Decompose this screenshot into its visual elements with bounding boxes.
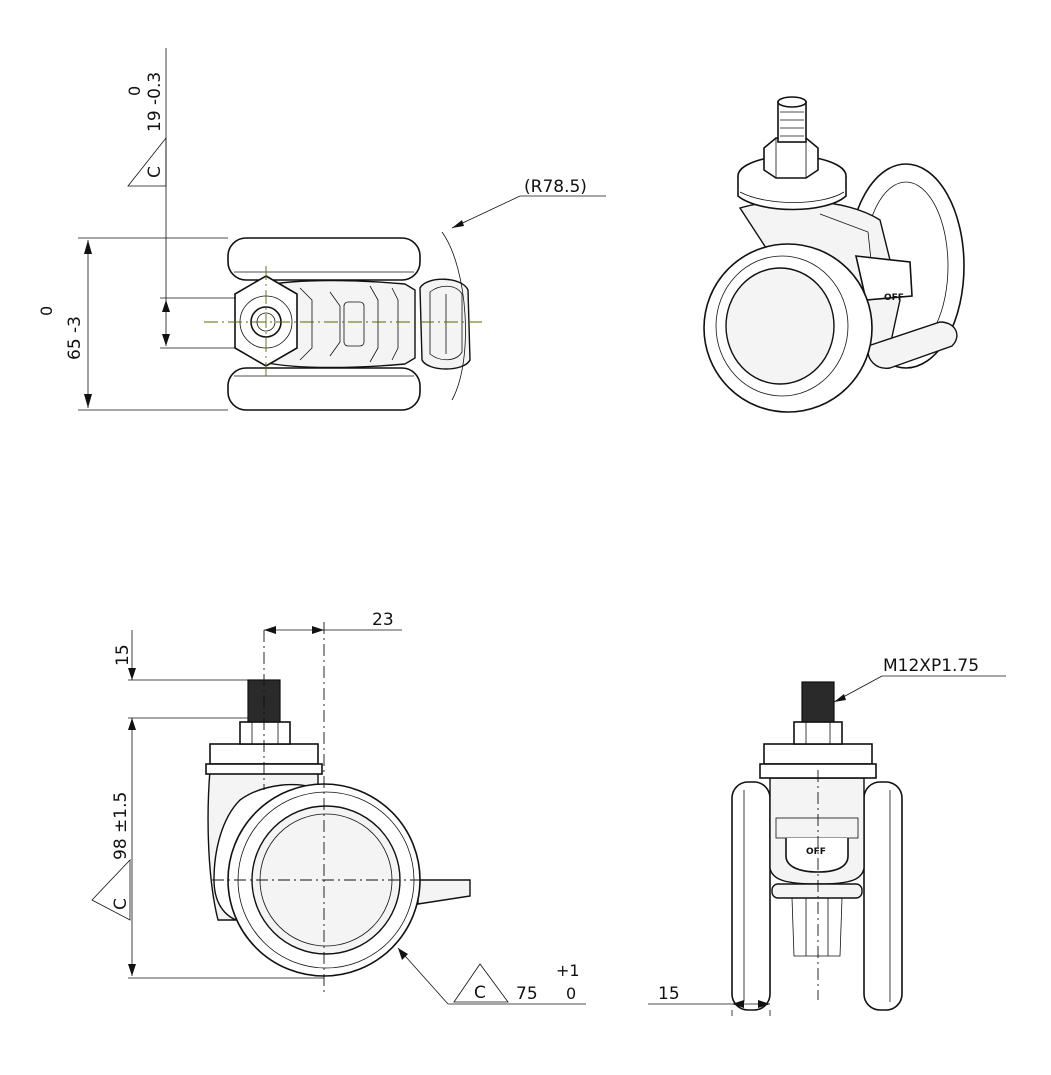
iso-top-plate xyxy=(737,176,847,211)
top-view-wheel-upper xyxy=(227,237,421,281)
stem-height-grade-triangle xyxy=(127,136,167,187)
top-view-wheel-lower xyxy=(227,367,421,411)
wheel-diameter-dimension: 75 xyxy=(516,984,538,1004)
side-view: 23 15 98 ±1.5 C C 75 +1 0 xyxy=(91,610,586,1005)
stem-height-tolerance-upper: 0 xyxy=(125,86,144,96)
width-dimension: 65 -3 xyxy=(65,316,85,360)
total-height-grade-triangle xyxy=(91,858,131,921)
width-tolerance-upper: 0 xyxy=(37,306,56,316)
side-hex-nut xyxy=(239,721,291,745)
radius-arc xyxy=(441,231,466,401)
top-view-fork xyxy=(261,279,416,369)
front-brake-pedal xyxy=(771,883,863,899)
front-hex-nut xyxy=(793,721,843,745)
front-view: OFF M12XP1.75 15 xyxy=(648,656,1006,1016)
front-wheel-left xyxy=(731,781,771,1011)
radius-dimension: (R78.5) xyxy=(524,177,587,197)
offset-dimension: 23 xyxy=(372,610,394,630)
front-brake-off-label: OFF xyxy=(806,847,826,857)
iso-stem xyxy=(777,101,807,143)
thread-dimension: M12XP1.75 xyxy=(883,656,979,676)
wheel-width-dimension: 15 xyxy=(658,984,680,1004)
side-brake-pedal xyxy=(417,879,471,905)
isometric-view: OFF xyxy=(703,96,965,413)
stem-height-grade: C xyxy=(145,166,165,178)
top-view-brake-pedal xyxy=(419,278,471,370)
wheel-diameter-grade: C xyxy=(474,983,486,1003)
front-threaded-stem xyxy=(801,681,835,723)
wheel-diameter-tolerance-upper: +1 xyxy=(556,961,580,980)
stem-length-dimension: 15 xyxy=(113,644,133,666)
total-height-dimension: 98 ±1.5 xyxy=(111,792,131,860)
total-height-grade: C xyxy=(111,898,131,910)
iso-hex-nut xyxy=(763,137,819,179)
front-top-plate xyxy=(763,743,873,765)
wheel-diameter-grade-triangle xyxy=(453,963,509,1003)
top-view: (R78.5) 65 -3 0 C 19 -0.3 0 xyxy=(37,48,606,411)
iso-brake-off-label: OFF xyxy=(884,293,904,303)
stem-height-dimension: 19 -0.3 xyxy=(145,72,165,132)
iso-brake-pedal xyxy=(867,321,958,369)
front-wheel-right xyxy=(863,781,903,1011)
wheel-diameter-tolerance-lower: 0 xyxy=(566,984,576,1003)
